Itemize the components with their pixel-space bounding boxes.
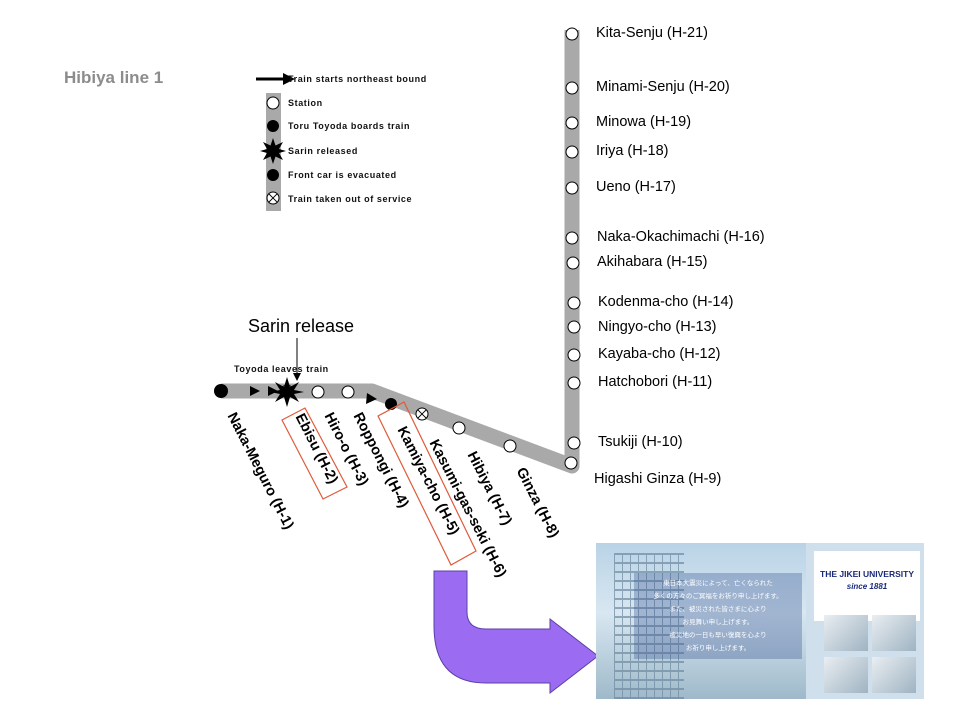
sarin-release-pointer <box>293 338 301 381</box>
vertical-station-markers <box>564 27 581 470</box>
station-label: Minami-Senju (H-20) <box>596 79 730 95</box>
university-name: THE JIKEI UNIVERSITY <box>820 569 914 579</box>
station-label: Ningyo-cho (H-13) <box>598 319 717 335</box>
station-label: Tsukiji (H-10) <box>598 434 683 450</box>
condolence-message-line: お祈り申し上げます。 <box>685 644 751 652</box>
legend-label-out-of-service: Train taken out of service <box>288 194 413 204</box>
legend-label-start: Train starts northeast bound <box>288 74 427 84</box>
station-label: Naka-Okachimachi (H-16) <box>597 229 765 245</box>
university-logo-panel: THE JIKEI UNIVERSITY since 1881 <box>814 551 920 621</box>
legend-arrow-icon <box>256 73 295 85</box>
legend-label-sarin: Sarin released <box>288 146 358 156</box>
legend-label-boards: Toru Toyoda boards train <box>288 121 411 131</box>
station-label: Kodenma-cho (H-14) <box>598 294 734 310</box>
sarin-release-label: Sarin release <box>248 316 355 336</box>
direction-arrow-icon <box>366 393 377 404</box>
condolence-message-line: お見舞い申し上げます。 <box>682 618 754 626</box>
jikei-university-image: 東日本大震災によって、亡くなられた 多くの方々のご冥福をお祈り申し上げます。 ま… <box>596 543 924 699</box>
legend-station-icon <box>266 96 280 110</box>
doctor-photo <box>824 615 868 651</box>
researcher-photo <box>824 657 868 693</box>
building-windows <box>614 553 684 699</box>
legend-label-evacuated: Front car is evacuated <box>288 170 397 180</box>
legend-label-station: Station <box>288 98 323 108</box>
station-label: Minowa (H-19) <box>596 114 692 130</box>
station-label: Kita-Senju (H-21) <box>596 25 709 41</box>
condolence-message-line: 多くの方々のご冥福をお祈り申し上げます。 <box>653 592 783 600</box>
station-label: Iriya (H-18) <box>596 143 669 159</box>
purple-curved-arrow-icon <box>433 570 599 695</box>
station-roppongi-marker <box>341 385 355 399</box>
kamiya-cho-callout-box <box>377 401 477 566</box>
station-kasumigaseki-out-of-service-marker <box>415 407 429 421</box>
station-naka-meguro-boards-marker <box>214 384 228 398</box>
direction-arrow-icon <box>250 386 260 396</box>
condolence-message-line: 東日本大震災によって、亡くなられた <box>663 579 773 587</box>
legend-starburst-icon <box>260 138 286 164</box>
condolence-message-panel <box>634 573 802 659</box>
university-since: since 1881 <box>846 582 888 591</box>
patient-photo <box>872 657 916 693</box>
station-label: Higashi Ginza (H-9) <box>594 471 722 487</box>
sarin-release-starburst-icon <box>270 377 304 407</box>
legend-boards-icon <box>267 120 279 132</box>
legend-crossed-circle-icon <box>266 191 280 205</box>
station-label: Kayaba-cho (H-12) <box>598 346 721 362</box>
condolence-message-line: 被災地の一日も早い復興を心より <box>669 631 767 639</box>
station-kamiya-cho-evacuated-marker <box>385 398 397 410</box>
page-title: Hibiya line 1 <box>64 68 164 87</box>
ebisu-callout-box <box>281 407 348 500</box>
station-ginza-marker <box>503 439 517 453</box>
direction-arrow-icon <box>268 386 278 396</box>
station-hiro-o-marker <box>311 385 325 399</box>
station-label: Akihabara (H-15) <box>597 254 708 270</box>
toyoda-leaves-label: Toyoda leaves train <box>234 364 329 374</box>
surgeon-photo <box>872 615 916 651</box>
station-label: Ueno (H-17) <box>596 179 676 195</box>
station-hibiya-marker <box>452 421 466 435</box>
station-label: Hatchobori (H-11) <box>598 374 713 390</box>
condolence-message-line: また、被災された皆さまに心より <box>669 605 767 613</box>
legend-evacuated-icon <box>267 169 279 181</box>
